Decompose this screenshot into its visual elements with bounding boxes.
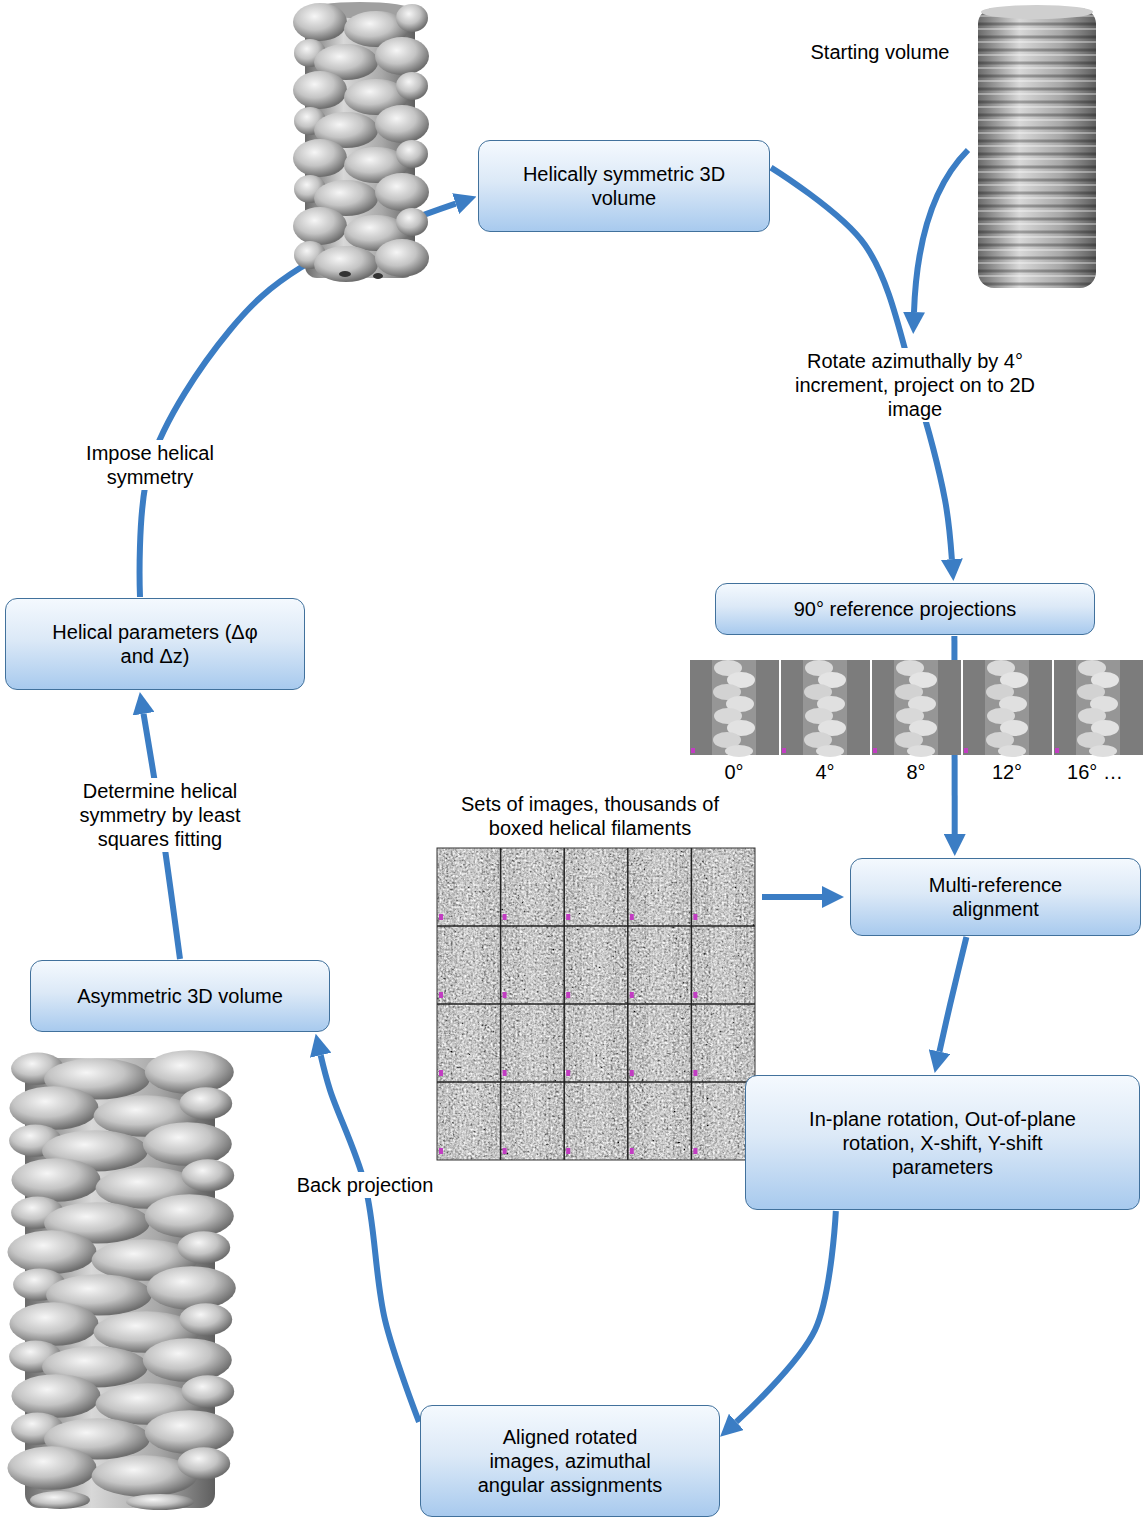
flow-arrow (951, 636, 957, 834)
flow-arrow (321, 1055, 419, 1422)
flow-arrow (939, 937, 966, 1052)
symmetric-volume-render (293, 2, 429, 282)
process-box: Asymmetric 3D volume (30, 960, 330, 1032)
angle-label: 4° (815, 760, 834, 784)
process-box: Aligned rotated images, azimuthal angula… (420, 1405, 720, 1517)
process-box: Multi-reference alignment (850, 858, 1141, 936)
process-box: 90° reference projections (715, 583, 1095, 635)
filament-image-grid (437, 848, 755, 1160)
step-label: Determine helical symmetry by least squa… (51, 778, 269, 852)
asymmetric-volume-render (7, 1050, 235, 1510)
process-box: In-plane rotation, Out-of-plane rotation… (745, 1075, 1140, 1210)
process-box: Helical parameters (Δφ and Δz) (5, 598, 305, 690)
box-label: 90° reference projections (794, 597, 1017, 621)
flow-arrow (140, 204, 456, 597)
angle-label: 0° (724, 760, 743, 784)
process-box: Helically symmetric 3D volume (478, 140, 770, 232)
starting-volume-render (978, 5, 1096, 288)
flow-arrow (736, 1211, 836, 1422)
box-label: Asymmetric 3D volume (77, 984, 283, 1008)
flow-arrow (914, 150, 968, 312)
flow-arrow (762, 894, 822, 900)
box-label: Multi-reference alignment (895, 873, 1096, 921)
box-label: In-plane rotation, Out-of-plane rotation… (791, 1107, 1094, 1179)
angle-label: 12° (992, 760, 1022, 784)
step-label: Impose helical symmetry (61, 440, 239, 490)
projection-strip (690, 660, 1143, 757)
angle-label: 16° … (1067, 760, 1123, 784)
volume-caption: Starting volume (811, 40, 950, 64)
image-set-caption: Sets of images, thousands of boxed helic… (440, 792, 740, 840)
step-label: Rotate azimuthally by 4° increment, proj… (766, 348, 1064, 422)
step-label: Back projection (293, 1172, 438, 1198)
box-label: Aligned rotated images, azimuthal angula… (471, 1425, 669, 1497)
box-label: Helically symmetric 3D volume (491, 162, 757, 210)
angle-label: 8° (906, 760, 925, 784)
box-label: Helical parameters (Δφ and Δz) (46, 620, 264, 668)
